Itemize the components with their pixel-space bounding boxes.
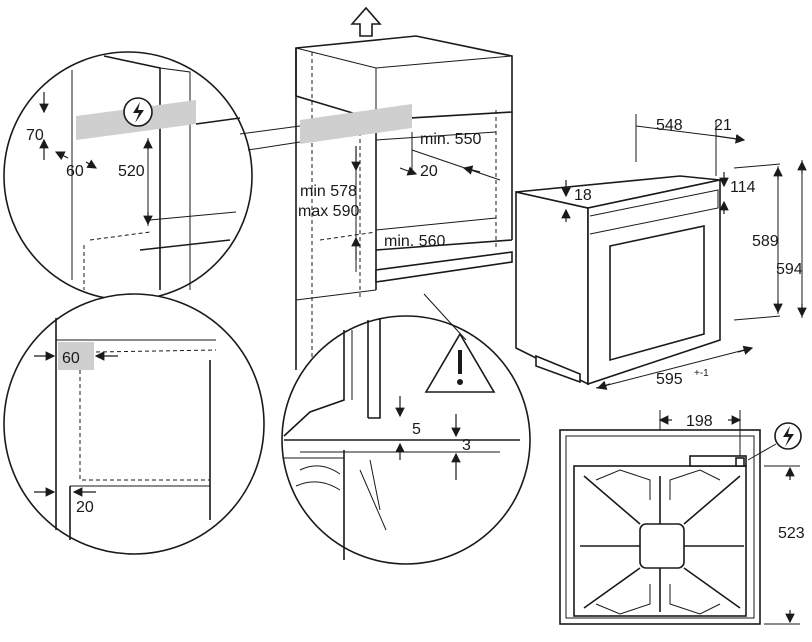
label-198: 198	[686, 413, 713, 430]
label-595: 595	[656, 371, 683, 388]
label-595-tolerance: +-1	[694, 368, 709, 379]
cabinet-dimensions	[351, 132, 501, 272]
detail-circle-floor	[281, 315, 531, 565]
label-20-low: 20	[76, 499, 94, 516]
label-20-mid: 20	[420, 163, 438, 180]
label-523: 523	[778, 525, 805, 542]
label-60-top: 60	[66, 163, 84, 180]
callout-line	[747, 443, 777, 461]
label-589: 589	[752, 233, 779, 250]
label-3: 3	[462, 437, 471, 454]
label-18: 18	[574, 187, 592, 204]
label-min-550: min. 550	[420, 131, 481, 148]
label-min-560: min. 560	[384, 233, 445, 250]
up-arrow-icon	[350, 6, 382, 37]
label-520: 520	[118, 163, 145, 180]
lightning-bolt-icon	[123, 97, 153, 127]
label-594: 594	[776, 261, 803, 278]
lightning-bolt-icon	[774, 422, 802, 450]
label-60-box: 60	[62, 350, 80, 367]
callout-line	[247, 141, 301, 151]
cabinet-housing	[295, 35, 513, 370]
label-min-578: min 578	[300, 183, 357, 200]
detail-circle-side	[3, 293, 265, 555]
label-70: 70	[26, 127, 44, 144]
oven-rear-view	[559, 410, 800, 625]
callout-line	[423, 293, 467, 341]
label-114: 114	[730, 179, 756, 196]
oven-dimensions	[561, 114, 807, 390]
label-max-590: max 590	[298, 203, 359, 220]
callout-line	[239, 125, 301, 135]
warning-triangle-icon	[424, 332, 496, 393]
oven-body	[515, 175, 721, 386]
label-5: 5	[412, 421, 421, 438]
label-21: 21	[714, 117, 732, 134]
label-548: 548	[656, 117, 683, 134]
